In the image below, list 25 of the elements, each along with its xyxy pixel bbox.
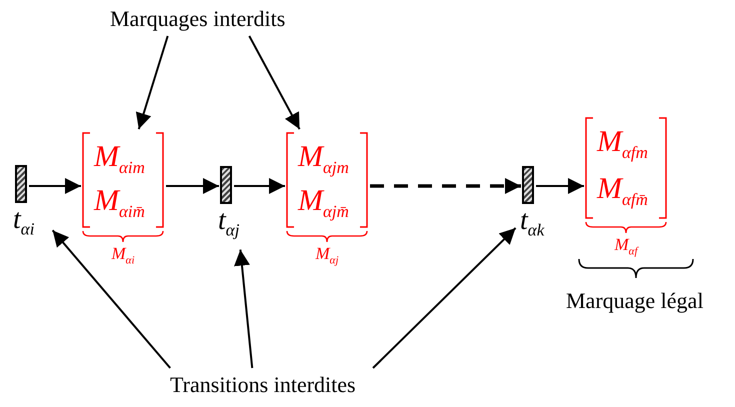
- arrow: [166, 178, 219, 194]
- marking-label: M$_{αi}$: [112, 244, 135, 266]
- arrow: [29, 178, 81, 194]
- arrow: [370, 178, 521, 194]
- arrow: [52, 230, 171, 369]
- arrow: [372, 227, 516, 369]
- arrow: [136, 36, 169, 130]
- arrow: [536, 178, 584, 194]
- annotation-text: Marquage légal: [566, 288, 704, 314]
- marking-formula: M$_{αim}$: [94, 140, 145, 179]
- transition-label: t$_{αk}$: [520, 206, 544, 242]
- marking-formula: M$_{αfm}$: [597, 125, 648, 164]
- caption-text: Transitions interdites: [170, 372, 356, 398]
- marking-label: M$_{αf}$: [614, 235, 638, 258]
- transition-label: t$_{αj}$: [218, 206, 240, 242]
- marking-formula: M$_{αim̄}$: [94, 184, 145, 223]
- marking-formula: M$_{αjm}$: [298, 140, 349, 179]
- arrow: [234, 178, 285, 194]
- marking-label: M$_{αj}$: [316, 244, 339, 266]
- arrow: [234, 250, 254, 368]
- transition-label: t$_{αi}$: [13, 205, 34, 241]
- marking-formula: M$_{αfm̄}$: [597, 172, 648, 211]
- arrow: [248, 36, 300, 130]
- caption-text: Marquages interdits: [110, 6, 286, 32]
- marking-formula: M$_{αjm̄}$: [298, 184, 349, 223]
